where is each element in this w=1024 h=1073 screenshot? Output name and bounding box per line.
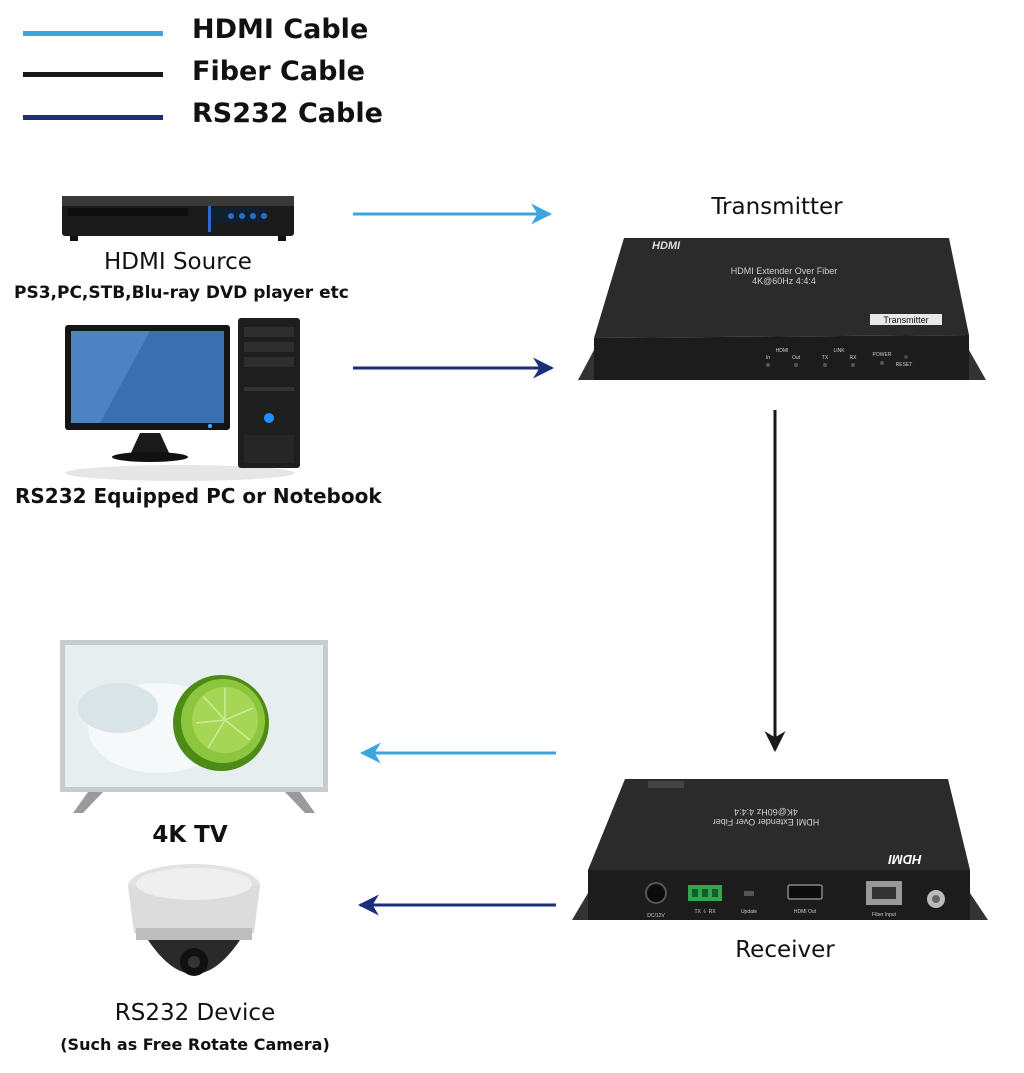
receiver-logo: HDMI — [888, 852, 922, 867]
desktop-pc-icon — [65, 318, 300, 481]
legend-rs232-label: RS232 Cable — [192, 98, 383, 129]
transmitter-product-line1: HDMI Extender Over Fiber — [731, 266, 838, 276]
receiver-product-line2: 4K@60Hz 4:4:4 — [734, 807, 798, 817]
hdmi-source-subtitle: PS3,PC,STB,Blu-ray DVD player etc — [14, 283, 349, 303]
legend-fiber-label: Fiber Cable — [192, 56, 365, 87]
rs232-pc-title: RS232 Equipped PC or Notebook — [15, 484, 382, 508]
transmitter-badge: Transmitter — [883, 315, 928, 325]
svg-text:Fiber Input: Fiber Input — [872, 912, 897, 918]
legend-fiber-line — [23, 72, 163, 77]
svg-text:HDMI: HDMI — [776, 348, 789, 354]
transmitter-logo: HDMI — [652, 240, 681, 252]
dome-camera-icon — [128, 864, 260, 976]
svg-text:TX ⏚ RX: TX ⏚ RX — [694, 908, 716, 915]
svg-text:RX: RX — [850, 355, 858, 361]
legend-hdmi-line — [23, 31, 163, 36]
svg-text:RESET: RESET — [896, 362, 913, 368]
svg-text:LINK: LINK — [833, 348, 845, 354]
tv-icon — [60, 640, 328, 813]
legend-hdmi-label: HDMI Cable — [192, 14, 369, 45]
transmitter-device-icon: HDMI HDMI Extender Over Fiber 4K@60Hz 4:… — [578, 238, 986, 380]
receiver-title: Receiver — [735, 937, 835, 963]
svg-text:POWER: POWER — [873, 352, 892, 358]
svg-text:HDMI Out: HDMI Out — [794, 909, 817, 915]
tv-title: 4K TV — [152, 822, 228, 848]
svg-text:DC/12V: DC/12V — [647, 913, 665, 919]
svg-text:TX: TX — [822, 355, 829, 361]
svg-text:Update: Update — [741, 909, 757, 915]
legend: HDMI Cable Fiber Cable RS232 Cable — [0, 0, 400, 135]
transmitter-product-line2: 4K@60Hz 4:4:4 — [752, 276, 816, 286]
rs232-device-title: RS232 Device — [114, 1000, 276, 1026]
legend-rs232-line — [23, 115, 163, 120]
receiver-device-icon: HDMI Extender Over Fiber 4K@60Hz 4:4:4 H… — [572, 779, 988, 920]
svg-text:In: In — [766, 355, 770, 361]
bluray-player-icon — [62, 196, 294, 241]
hdmi-source-title: HDMI Source — [104, 249, 252, 275]
transmitter-title: Transmitter — [711, 194, 843, 220]
rs232-device-subtitle: (Such as Free Rotate Camera) — [60, 1035, 330, 1054]
svg-text:Out: Out — [792, 355, 801, 361]
receiver-product-line1: HDMI Extender Over Fiber — [713, 817, 820, 827]
